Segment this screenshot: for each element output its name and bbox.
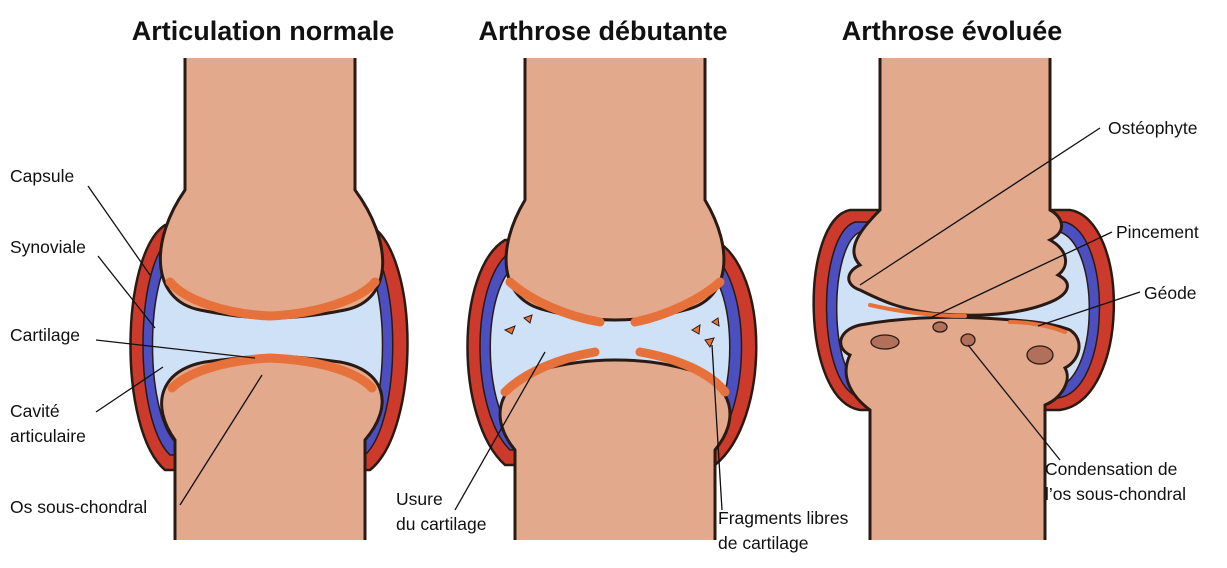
upper-bone (506, 58, 724, 320)
geode-cyst (1027, 346, 1053, 364)
label-cavite-line2: articulaire (10, 426, 86, 446)
subchondral-condensation (961, 334, 975, 346)
leader-capsule (88, 186, 150, 275)
label-usure-line1: Usure (396, 489, 443, 509)
panel-early-osteoarthritis (468, 58, 757, 540)
label-cartilage: Cartilage (10, 325, 80, 345)
geode-cyst (871, 335, 899, 349)
label-pincement: Pincement (1116, 222, 1199, 242)
upper-bone-osteophytes (849, 58, 1068, 315)
label-cavite-line1: Cavité (10, 401, 60, 421)
label-fragments-line2: de cartilage (718, 533, 808, 553)
label-geode: Géode (1144, 283, 1197, 303)
panel-title-advanced: Arthrose évoluée (842, 16, 1063, 46)
label-osteophyte: Ostéophyte (1108, 118, 1198, 138)
label-usure-line2: du cartilage (396, 514, 486, 534)
upper-bone (160, 58, 382, 318)
label-capsule: Capsule (10, 166, 74, 186)
label-fragments-line1: Fragments libres (718, 508, 849, 528)
lower-bone (162, 356, 383, 540)
panel-title-early: Arthrose débutante (478, 16, 727, 46)
label-condensation-line2: l’os sous-chondral (1045, 484, 1186, 504)
geode-cyst (933, 322, 947, 332)
label-os-sous-chondral: Os sous-chondral (10, 497, 147, 517)
panel-title-normal: Articulation normale (132, 16, 395, 46)
label-synoviale: Synoviale (10, 237, 86, 257)
label-condensation-line1: Condensation de (1045, 459, 1177, 479)
panel-normal-joint (130, 58, 407, 540)
lower-bone (500, 360, 730, 540)
